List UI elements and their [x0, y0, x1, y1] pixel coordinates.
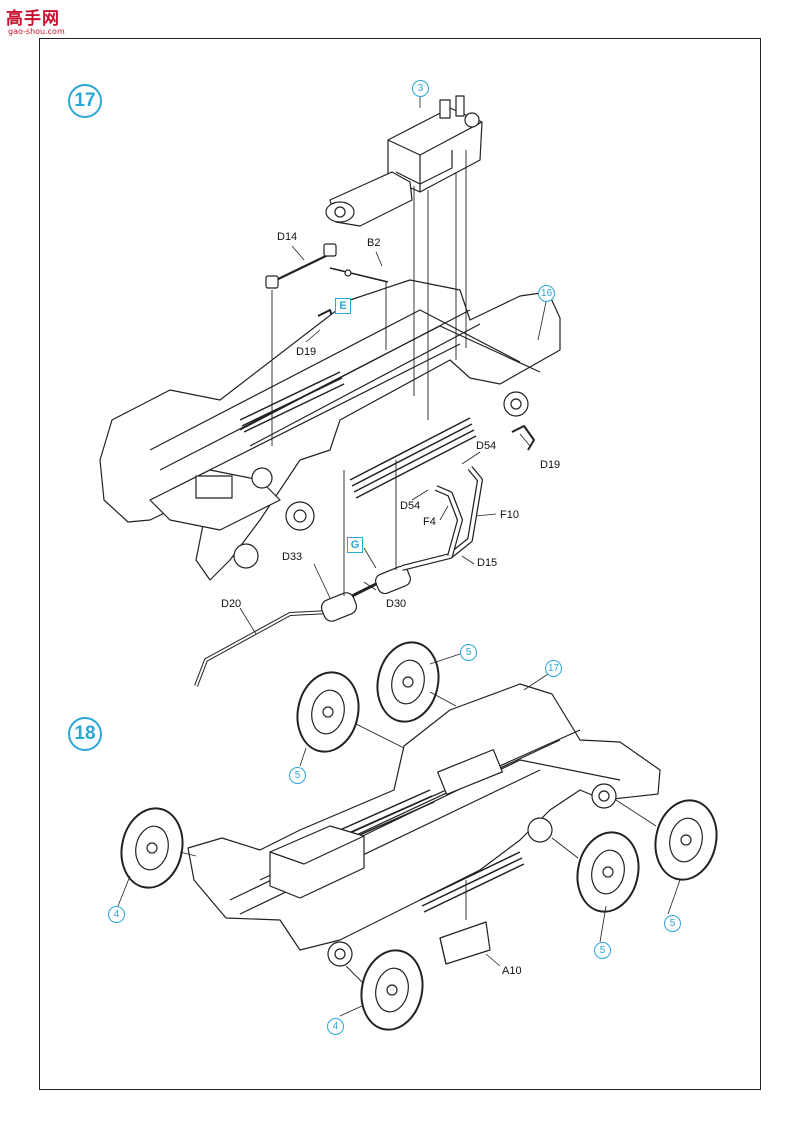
page-frame: [39, 38, 761, 1090]
label-d15: D15: [477, 557, 498, 569]
label-d19-right: D19: [540, 459, 561, 471]
engine-assembly: [325, 95, 483, 227]
label-b2: B2: [367, 237, 381, 249]
chassis-18: [187, 683, 661, 967]
label-f4: F4: [423, 516, 436, 528]
step-18-badge: 18: [68, 717, 102, 751]
ref-wheel-4-front-left: 4: [108, 906, 125, 923]
ref-box-e: E: [335, 298, 351, 314]
ref-chassis-17: 17: [545, 660, 562, 677]
ref-wheel-5-rear-top: 5: [460, 644, 477, 661]
watermark-logo: 高手网 gao-shou.com: [6, 4, 70, 38]
label-a10: A10: [502, 965, 522, 977]
label-d19-left: D19: [296, 346, 317, 358]
ref-wheel-4-front-right: 4: [327, 1018, 344, 1035]
watermark-url: gao-shou.com: [8, 27, 65, 36]
label-d54-lower: D54: [400, 500, 421, 512]
ref-chassis-16: 16: [538, 285, 555, 302]
label-f10: F10: [500, 509, 519, 521]
exhaust-system: [194, 466, 483, 687]
chassis-17: [99, 279, 561, 581]
ref-engine-3: 3: [412, 80, 429, 97]
label-d33: D33: [282, 551, 303, 563]
watermark-text: 高手网: [6, 9, 60, 29]
ref-wheel-5-right-far: 5: [664, 915, 681, 932]
ref-wheel-5-left: 5: [289, 767, 306, 784]
ref-wheel-5-right-near: 5: [594, 942, 611, 959]
label-d30: D30: [386, 598, 407, 610]
ref-box-g: G: [347, 537, 363, 553]
label-d54-upper: D54: [476, 440, 497, 452]
tires: [120, 641, 718, 1031]
step-17-badge: 17: [68, 84, 102, 118]
label-d14: D14: [277, 231, 298, 243]
label-d20: D20: [221, 598, 242, 610]
